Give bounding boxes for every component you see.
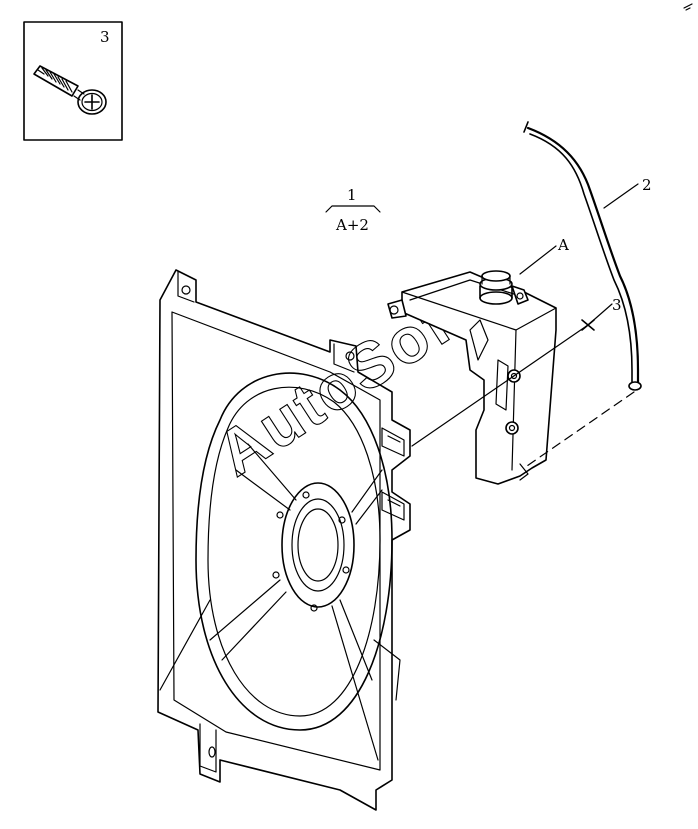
callout-1: 1 [347,186,357,204]
inset-callout-3: 3 [100,28,110,46]
screw-icon [33,65,107,115]
callout-a-plus-2: A+2 [335,216,369,234]
callout-2: 2 [642,176,652,194]
screw-callout: 3 [411,296,622,447]
fan-shroud [157,269,411,811]
assembly-callout: 1 A+2 [325,186,381,234]
filler-cap [479,270,529,305]
callout-3: 3 [612,296,622,314]
hose-callout: 2 [603,176,652,209]
overflow-hose [523,121,642,391]
corner-mark [683,3,693,11]
inset-screw-detail: 3 [23,21,123,141]
hose-connection-dashed [523,391,635,469]
callout-a: A [557,236,569,254]
cap-callout: A [519,236,569,275]
